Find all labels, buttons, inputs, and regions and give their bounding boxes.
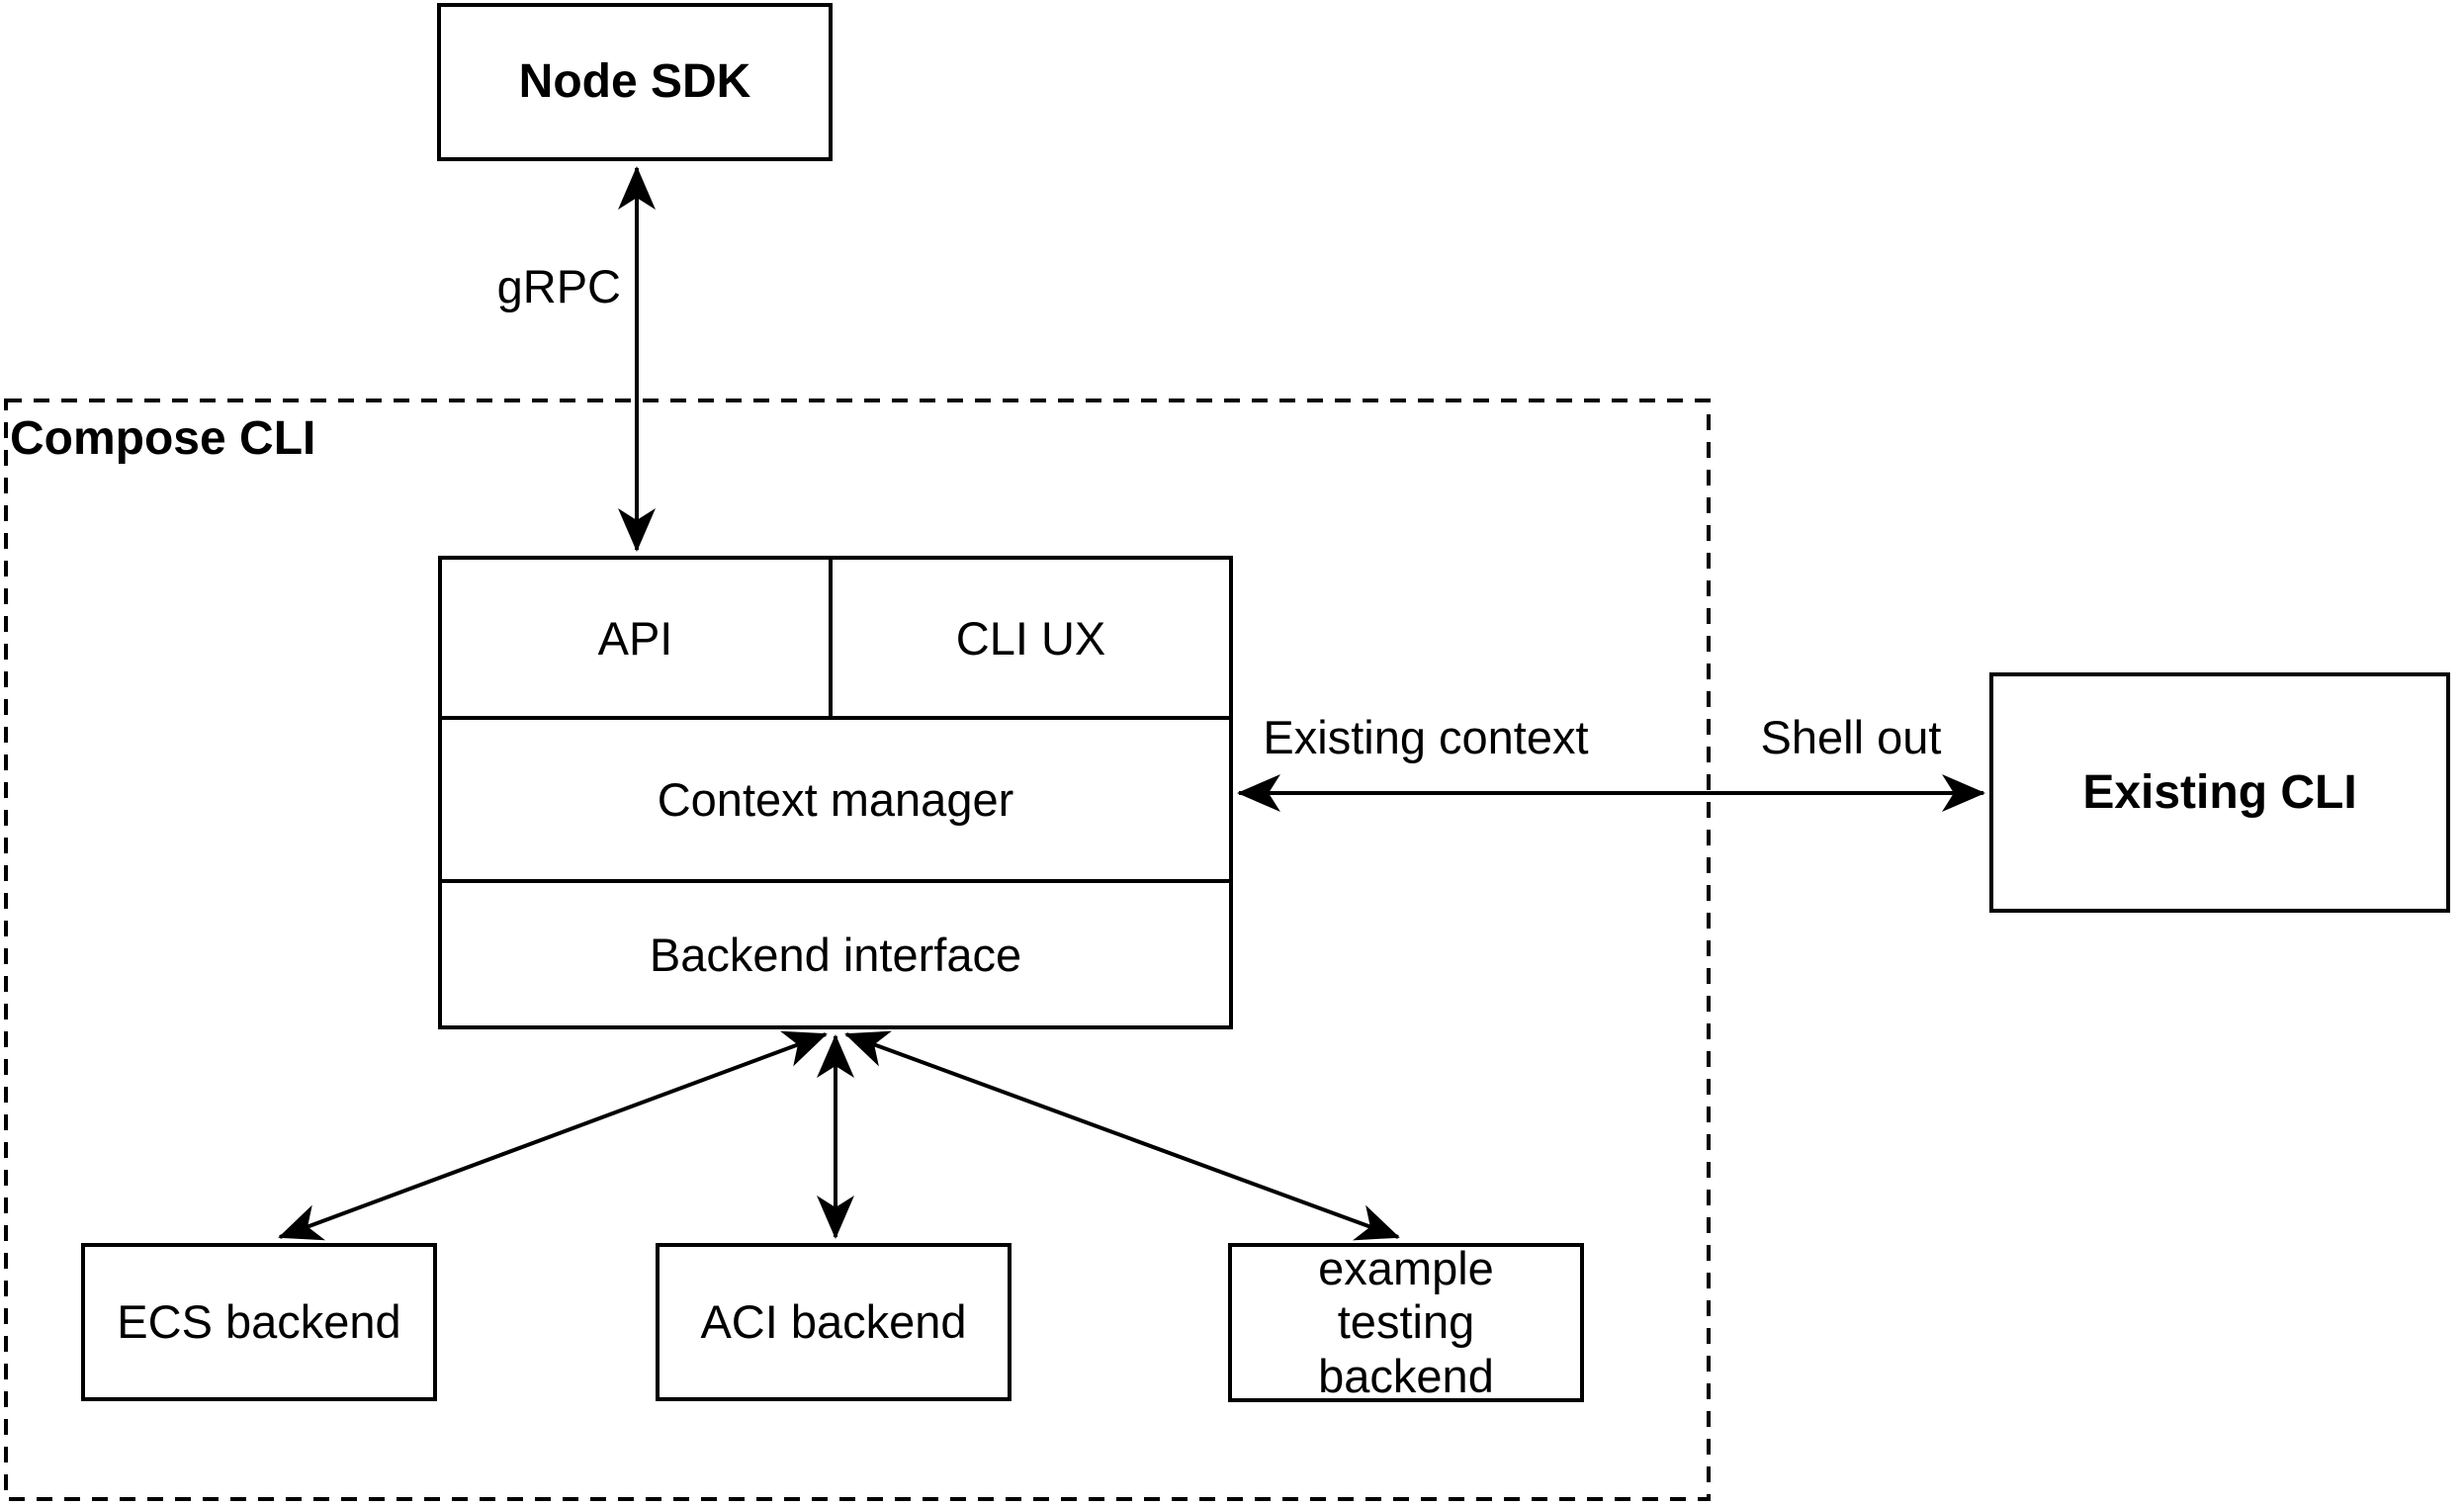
existing-cli-box: Existing CLI	[1989, 672, 2450, 913]
ecs-backend-box: ECS backend	[81, 1243, 437, 1401]
aci-backend-label: ACI backend	[700, 1294, 967, 1348]
existing-cli-label: Existing CLI	[2082, 765, 2357, 819]
existing-context-edge-label: Existing context	[1263, 711, 1589, 763]
compose-cli-stack-box: API CLI UX Context manager Backend inter…	[438, 556, 1233, 1029]
compose-cli-dashed-border	[4, 399, 1711, 1501]
backend-interface-row: Backend interface	[442, 883, 1229, 1025]
node-sdk-label: Node SDK	[518, 55, 751, 109]
context-manager-label: Context manager	[657, 773, 1014, 826]
cli-ux-cell: CLI UX	[833, 560, 1229, 716]
node-sdk-box: Node SDK	[437, 3, 833, 161]
grpc-edge-label: gRPC	[496, 260, 621, 312]
example-testing-backend-box: example testing backend	[1228, 1242, 1584, 1402]
compose-cli-container-label: Compose CLI	[10, 412, 316, 465]
example-backend-arrow	[844, 1030, 1400, 1241]
context-manager-row: Context manager	[442, 720, 1229, 883]
cli-ux-label: CLI UX	[955, 611, 1106, 665]
api-cell: API	[442, 560, 833, 716]
ecs-backend-arrow	[278, 1030, 828, 1241]
aci-backend-box: ACI backend	[656, 1243, 1012, 1401]
shell-out-edge-label: Shell out	[1760, 711, 1942, 763]
ecs-backend-label: ECS backend	[117, 1294, 401, 1348]
backend-interface-label: Backend interface	[649, 928, 1022, 981]
stack-top-row: API CLI UX	[442, 560, 1229, 720]
api-label: API	[597, 611, 673, 665]
example-testing-backend-label: example testing backend	[1318, 1242, 1494, 1402]
